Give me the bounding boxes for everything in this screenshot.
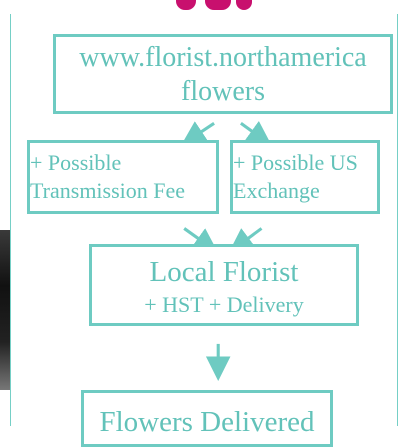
node-transmission-fee-line1: + Possible — [30, 150, 122, 175]
background-photo-edge — [0, 230, 12, 390]
node-flowers-delivered: Flowers Delivered — [81, 390, 333, 447]
top-decoration — [0, 0, 400, 14]
node-online-order-line2: flowers — [181, 76, 265, 107]
node-local-florist: Local Florist + HST + Delivery — [89, 244, 359, 326]
decorative-script-fragment — [176, 0, 196, 10]
node-online-order: www.florist.northamerica flowers — [53, 34, 393, 114]
node-transmission-fee: + Possible Transmission Fee — [27, 140, 219, 214]
node-transmission-fee-line2: Transmission Fee — [30, 178, 186, 203]
node-us-exchange-line2: Exchange — [233, 178, 320, 203]
node-us-exchange-line1: + Possible US — [233, 150, 358, 175]
node-flowers-delivered-label: Flowers Delivered — [99, 406, 315, 438]
decorative-script-fragment — [205, 0, 231, 10]
node-online-order-line1: www.florist.northamerica — [79, 42, 367, 73]
decorative-script-fragment — [236, 0, 252, 10]
node-local-florist-title: Local Florist — [149, 256, 299, 288]
node-local-florist-subtitle: + HST + Delivery — [144, 292, 304, 317]
node-us-exchange: + Possible US Exchange — [230, 140, 380, 214]
flowchart-panel: www.florist.northamerica flowers + Possi… — [10, 14, 398, 447]
